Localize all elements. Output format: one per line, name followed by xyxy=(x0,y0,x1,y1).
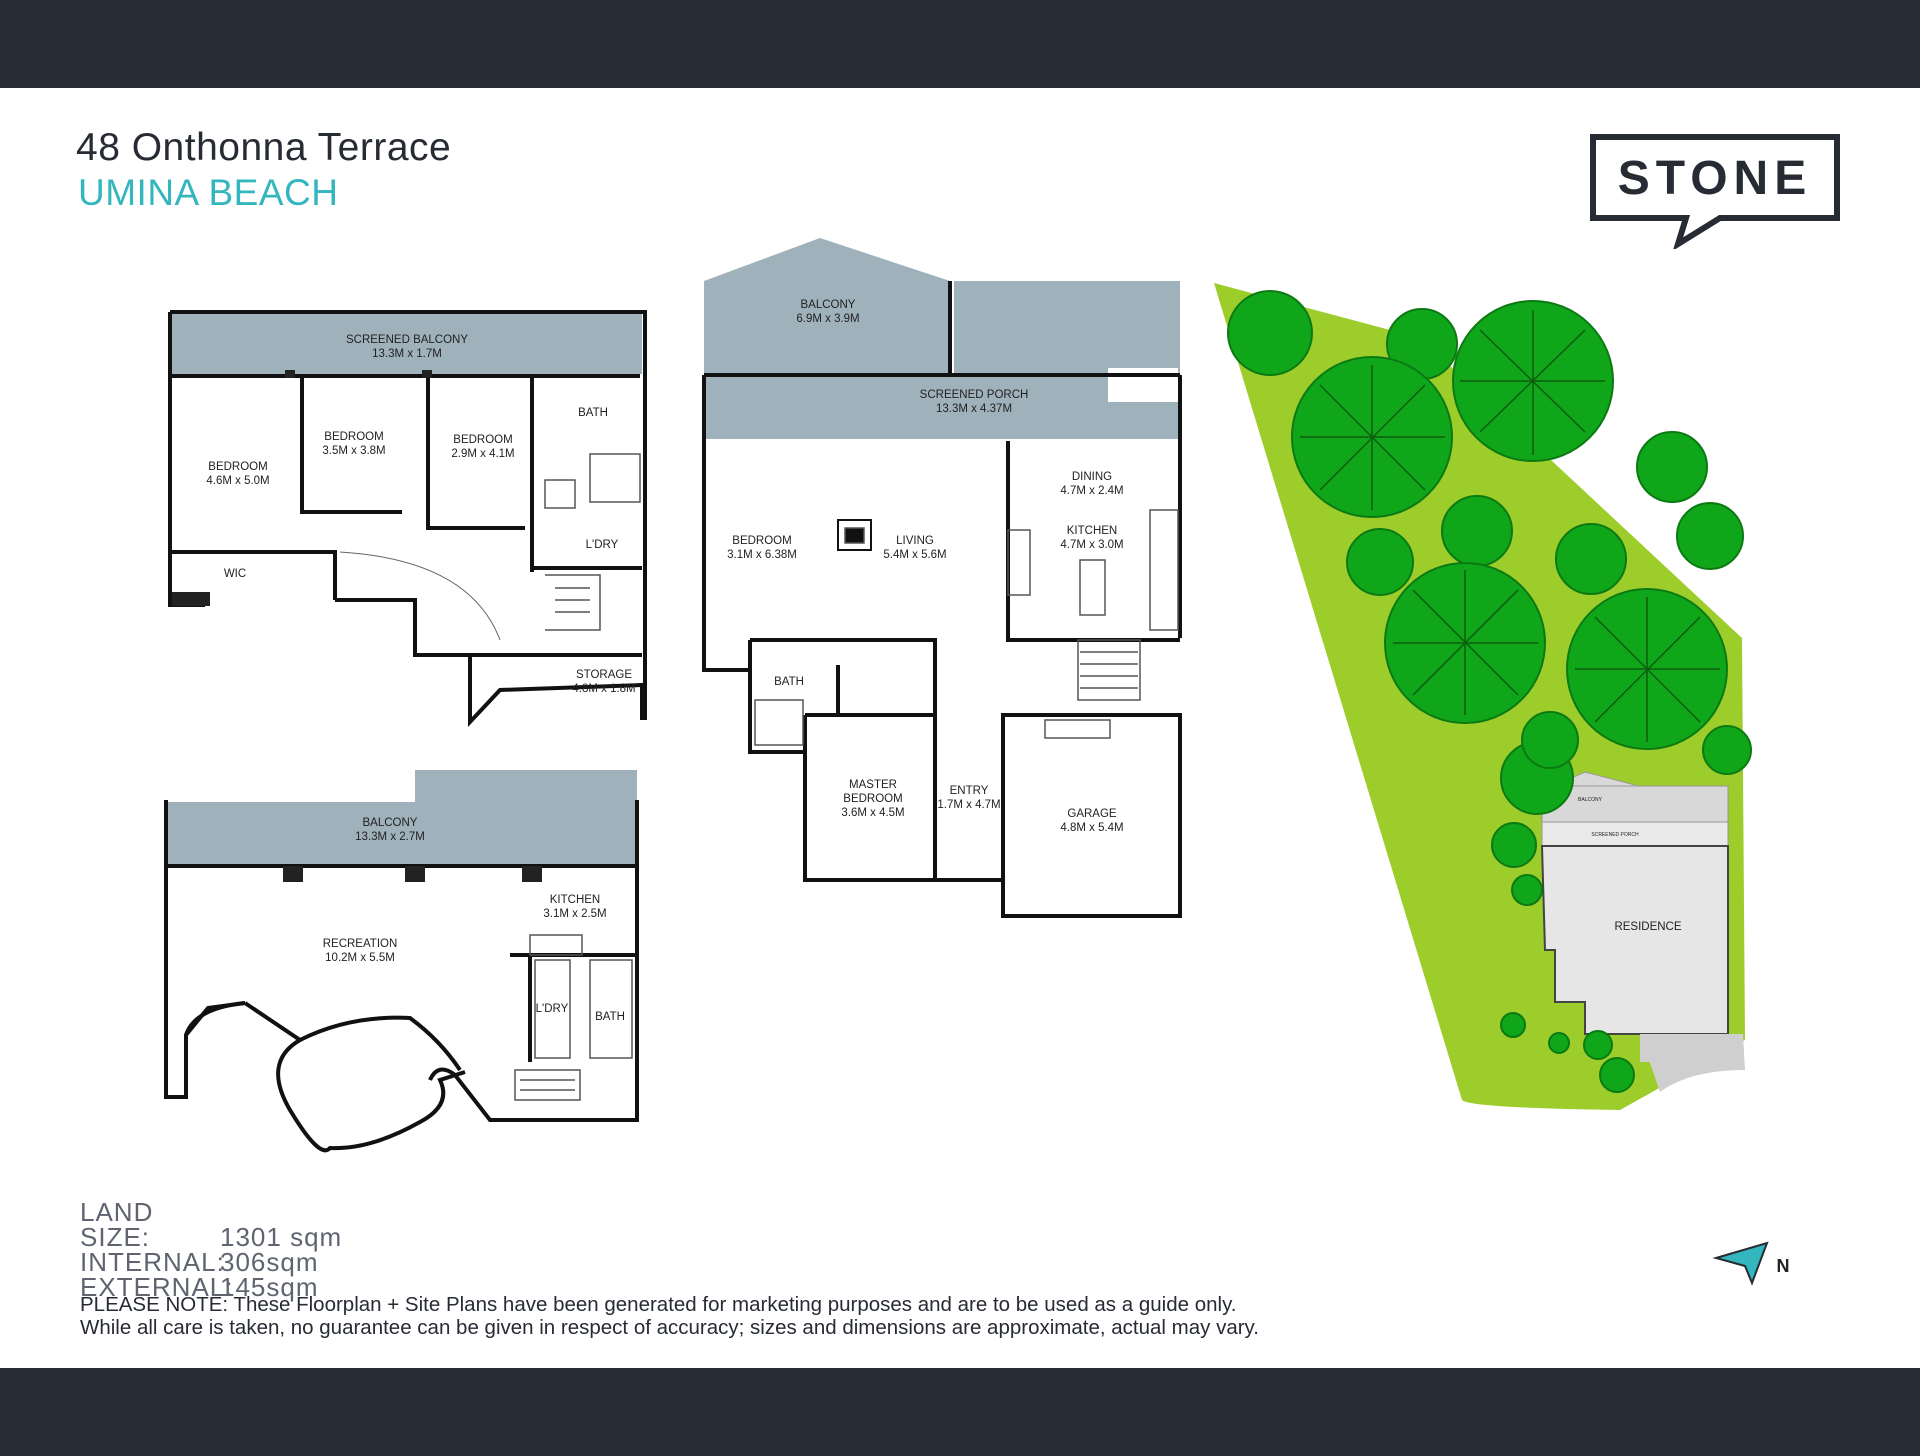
site-residence-label: RESIDENCE xyxy=(1614,921,1681,933)
porch-extension xyxy=(954,281,1180,375)
screened-balcony-area xyxy=(172,312,642,374)
lower-recreation-label: RECREATION xyxy=(323,938,398,950)
master-bedroom-label: MASTER xyxy=(849,779,897,791)
entry-label: ENTRY xyxy=(950,785,989,797)
lower-bath-label: BATH xyxy=(595,1011,625,1023)
residence-footprint xyxy=(1540,845,1729,1035)
upper-bedroom2-size: 3.5M x 3.8M xyxy=(322,445,385,457)
entry-size: 1.7M x 4.7M xyxy=(937,799,1000,811)
upper-bedroom1-label: BEDROOM xyxy=(208,461,267,473)
site-balcony-label: BALCONY xyxy=(1578,797,1603,803)
garage-size: 4.8M x 5.4M xyxy=(1060,822,1123,834)
upper-bedroom1-size: 4.6M x 5.0M xyxy=(206,475,269,487)
internal-value: 306sqm xyxy=(220,1247,319,1277)
main-bath-label: BATH xyxy=(774,676,804,688)
upper-laundry-label: L'DRY xyxy=(586,539,619,551)
screened-porch-label: SCREENED PORCH xyxy=(920,389,1029,401)
upper-storage-size: 4.8M x 1.8M xyxy=(572,683,635,695)
logo-text: STONE xyxy=(1618,152,1812,205)
main-balcony-label: BALCONY xyxy=(801,299,856,311)
upper-floor-plan: SCREENED BALCONY 13.3M x 1.7M BEDROOM 4.… xyxy=(168,310,647,728)
upper-storage-label: STORAGE xyxy=(576,669,632,681)
land-size-value: 1301 sqm xyxy=(220,1222,343,1252)
main-floor-plan: BALCONY 6.9M x 3.9M SCREENED PORCH 13.3M… xyxy=(702,238,1182,918)
lower-balcony-area xyxy=(166,770,637,866)
main-bedroom-label: BEDROOM xyxy=(732,535,791,547)
north-arrow-icon: N xyxy=(1712,1241,1790,1286)
disclaimer-line-1: PLEASE NOTE: These Floorplan + Site Plan… xyxy=(80,1293,1237,1316)
site-plan: BALCONY SCREENED PORCH RESIDENCE xyxy=(1214,283,1752,1110)
main-kitchen-label: KITCHEN xyxy=(1067,525,1117,537)
master-bedroom-label2: BEDROOM xyxy=(843,793,902,805)
lower-balcony-label: BALCONY xyxy=(363,817,418,829)
living-size: 5.4M x 5.6M xyxy=(883,549,946,561)
land-size-label: LAND SIZE: xyxy=(80,1197,154,1252)
upper-wic-label: WIC xyxy=(224,568,246,580)
disclaimer-note: PLEASE NOTE: These Floorplan + Site Plan… xyxy=(80,1293,1259,1339)
master-bedroom-size: 3.6M x 4.5M xyxy=(841,807,904,819)
lower-floor-plan: BALCONY 13.3M x 2.7M KITCHEN 3.1M x 2.5M… xyxy=(164,770,639,1153)
site-porch-label: SCREENED PORCH xyxy=(1591,832,1639,838)
disclaimer-line-2: While all care is taken, no guarantee ca… xyxy=(80,1316,1259,1339)
footer-band xyxy=(0,1368,1920,1456)
external-label: EXTERNAL: xyxy=(80,1272,234,1302)
upper-screened-balcony-label: SCREENED BALCONY xyxy=(346,334,468,346)
upper-bedroom3-label: BEDROOM xyxy=(453,434,512,446)
lower-kitchen-size: 3.1M x 2.5M xyxy=(543,908,606,920)
lower-laundry-label: L'DRY xyxy=(536,1003,569,1015)
stone-logo: STONE xyxy=(1590,134,1840,249)
garage-label: GARAGE xyxy=(1067,808,1117,820)
upper-bath-label: BATH xyxy=(578,407,608,419)
lower-balcony-size: 13.3M x 2.7M xyxy=(355,831,425,843)
main-balcony-size: 6.9M x 3.9M xyxy=(796,313,859,325)
screened-porch-area xyxy=(704,375,1180,439)
main-bedroom-size: 3.1M x 6.38M xyxy=(727,549,797,561)
dining-size: 4.7M x 2.4M xyxy=(1060,485,1123,497)
header-band xyxy=(0,0,1920,88)
main-kitchen-size: 4.7M x 3.0M xyxy=(1060,539,1123,551)
external-value: 145sqm xyxy=(220,1272,319,1302)
dining-label: DINING xyxy=(1072,471,1112,483)
lower-kitchen-label: KITCHEN xyxy=(550,894,600,906)
upper-screened-balcony-size: 13.3M x 1.7M xyxy=(372,348,442,360)
main-balcony-area xyxy=(704,238,950,375)
upper-bedroom2-label: BEDROOM xyxy=(324,431,383,443)
property-address: 48 Onthonna Terrace xyxy=(76,126,452,169)
internal-label: INTERNAL: xyxy=(80,1247,225,1277)
property-suburb: UMINA BEACH xyxy=(78,172,339,213)
compass-letter: N xyxy=(1777,1256,1790,1276)
upper-bedroom3-size: 2.9M x 4.1M xyxy=(451,448,514,460)
living-label: LIVING xyxy=(896,535,934,547)
lower-recreation-size: 10.2M x 5.5M xyxy=(325,952,395,964)
screened-porch-size: 13.3M x 4.37M xyxy=(936,403,1012,415)
property-stats: LAND SIZE: 1301 sqm INTERNAL:306sqm EXTER… xyxy=(80,1197,343,1302)
